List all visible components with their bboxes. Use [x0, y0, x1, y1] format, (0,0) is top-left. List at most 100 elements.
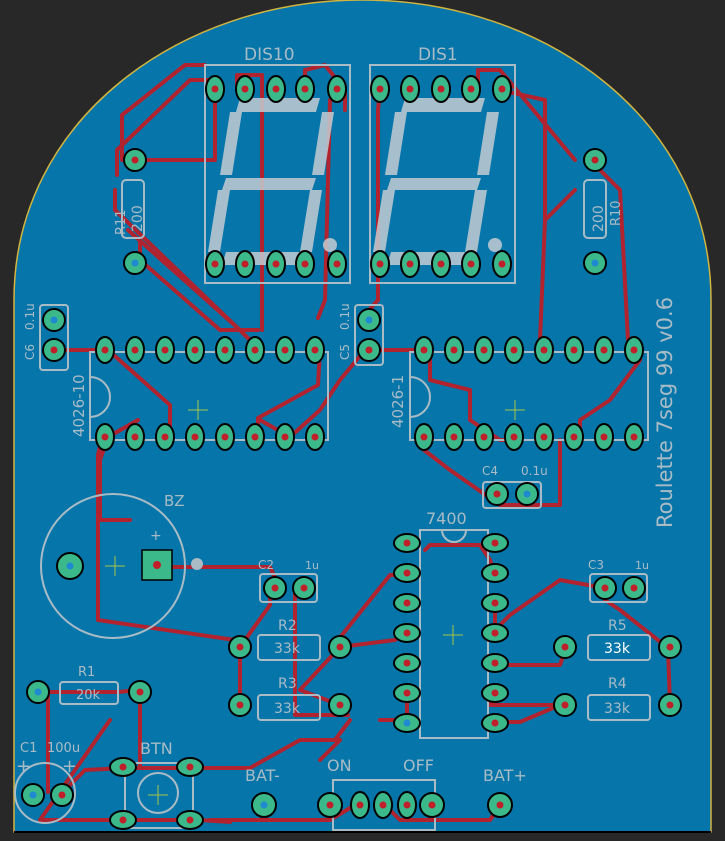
pad-drill	[437, 260, 445, 268]
label-r2: R2	[278, 618, 297, 634]
label-c5: C5	[338, 344, 352, 360]
label-switch-off: OFF	[403, 756, 434, 775]
pad-drill	[491, 719, 499, 727]
label-dis10: DIS10	[244, 45, 295, 65]
pad-drill	[251, 346, 259, 354]
pad-drill	[131, 346, 139, 354]
pad-drill	[437, 85, 445, 93]
c1-plus-left: +	[16, 756, 31, 777]
pad-drill	[493, 490, 501, 498]
pad-drill	[191, 433, 199, 441]
pad-drill	[379, 801, 387, 809]
buzzer-pad-drill	[153, 561, 161, 569]
pad-drill	[241, 85, 249, 93]
pad-drill	[428, 801, 436, 809]
c1-plus-right: +	[62, 756, 77, 777]
pad-drill	[333, 260, 341, 268]
pad-drill	[570, 346, 578, 354]
pad-drill	[221, 346, 229, 354]
pad-drill	[336, 701, 344, 709]
value-r1: 20k	[76, 688, 101, 703]
value-c3: 1u	[635, 559, 649, 572]
label-switch-on: ON	[327, 756, 352, 775]
label-r11: R11	[114, 209, 129, 235]
pad-drill	[34, 688, 42, 696]
pad-drill	[376, 260, 384, 268]
origin-crosshairs	[105, 400, 525, 805]
pad-drill	[403, 569, 411, 577]
value-c5: 0.1u	[338, 303, 352, 330]
value-c6: 0.1u	[23, 303, 37, 330]
pad-drill	[591, 259, 599, 267]
label-r4: R4	[608, 676, 627, 692]
pad-drill	[301, 260, 309, 268]
pad-drill	[131, 156, 139, 164]
pad-drill	[467, 260, 475, 268]
pad-drill	[161, 346, 169, 354]
pad-drill	[356, 801, 364, 809]
pad-drill	[161, 433, 169, 441]
pad-drill	[491, 569, 499, 577]
label-ic-ones: 4026-1	[389, 375, 407, 428]
pad-drill	[221, 433, 229, 441]
pad-drill	[540, 346, 548, 354]
pad-drill	[406, 260, 414, 268]
label-c6: C6	[23, 344, 37, 360]
value-r2: 33k	[274, 641, 301, 657]
pad-drill	[365, 346, 373, 354]
pad-drill	[540, 433, 548, 441]
value-c1: 100u	[47, 741, 80, 756]
pad-drill	[211, 260, 219, 268]
pad-drill	[241, 260, 249, 268]
pad-drill	[491, 689, 499, 697]
pad-drill	[403, 719, 411, 727]
pad-drill	[491, 539, 499, 547]
pad-drill	[300, 584, 308, 592]
pad-drill	[630, 584, 638, 592]
label-r3: R3	[278, 676, 297, 692]
value-r10: 200	[591, 205, 607, 232]
pad-drill	[58, 791, 66, 799]
label-c2: C2	[258, 558, 274, 572]
via	[191, 558, 203, 570]
label-bz: BZ	[164, 492, 185, 510]
pad-drill	[281, 346, 289, 354]
pad-drill	[101, 346, 109, 354]
pad-drill	[666, 701, 674, 709]
label-btn: BTN	[140, 739, 173, 758]
pad-drill	[420, 433, 428, 441]
label-c4: C4	[482, 464, 498, 478]
pad-drill	[271, 584, 279, 592]
pad-drill	[301, 85, 309, 93]
pad-drill	[211, 85, 219, 93]
pad-drill	[491, 599, 499, 607]
pad-drill	[403, 629, 411, 637]
pad-drill	[365, 316, 373, 324]
pad-drill	[666, 643, 674, 651]
value-r5: 33k	[604, 641, 631, 657]
pad-drill	[630, 433, 638, 441]
pad-drill	[333, 85, 341, 93]
value-r3: 33k	[274, 701, 301, 717]
pad-drill	[496, 801, 504, 809]
pad-drill	[336, 643, 344, 651]
pad-drill	[498, 85, 506, 93]
label-r1: R1	[78, 665, 95, 680]
value-c4: 0.1u	[521, 464, 548, 478]
pad-drill	[236, 701, 244, 709]
pad-drill	[376, 85, 384, 93]
pad-drill	[420, 346, 428, 354]
pad-drill	[236, 643, 244, 651]
label-bat-plus: BAT+	[483, 766, 527, 785]
pad-drill	[50, 346, 58, 354]
pad-drill	[101, 433, 109, 441]
pad-drill	[131, 433, 139, 441]
pad-drill	[186, 816, 194, 824]
pad-drill	[136, 688, 144, 696]
pad-drill	[272, 85, 280, 93]
pad-drill	[480, 433, 488, 441]
pad-drill	[119, 816, 127, 824]
pad-drill	[491, 659, 499, 667]
silk-labels: DIS10 DIS1 R11 200 200 R10 C6 0.1u C5 0.…	[16, 45, 677, 785]
